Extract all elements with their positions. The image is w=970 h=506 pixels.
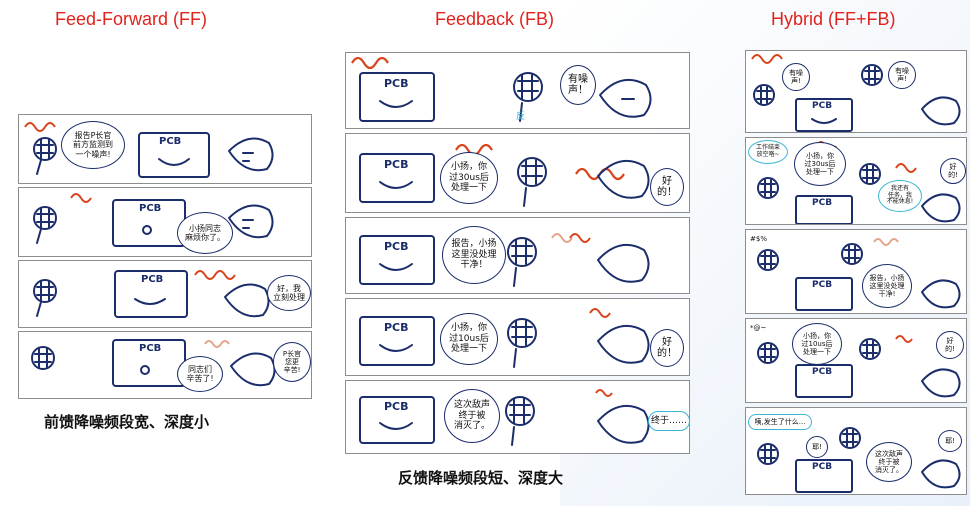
hybrid-panel-3-art [757, 238, 961, 311]
earpiece-icon [228, 137, 274, 172]
pcb-label: PCB [139, 343, 162, 354]
pcb-label: PCB [384, 240, 409, 253]
hybrid-panel-1-art [751, 54, 961, 132]
speech-bubble: 好 的! [936, 331, 964, 359]
pcb-label: PCB [812, 101, 833, 111]
scribble-text: *@~ [750, 323, 767, 332]
hybrid-panel-5-art [757, 427, 961, 493]
speech-bubble: 好 的! [940, 158, 966, 184]
speech-bubble: 有噪 声! [782, 63, 810, 91]
fb-panel-3-art [359, 233, 650, 287]
pcb-label: PCB [812, 198, 833, 208]
pcb-label: PCB [384, 400, 409, 413]
speech-bubble: 终于…… [648, 411, 689, 431]
speech-bubble: 好 的！ [650, 329, 684, 367]
hybrid-panel-4-art [757, 335, 961, 398]
fb-panel-2-art [359, 143, 650, 207]
pcb-label: PCB [139, 203, 162, 214]
speech-bubble: 好，我 立刻处理 [267, 275, 311, 311]
ff-panel-1: 报告P长官 前方监测到 一个噪声! PCB [18, 114, 312, 184]
fb-panel-5: 这次敌声 终于被 消灭了。 终于…… PCB [345, 380, 690, 454]
pcb-label: PCB [384, 321, 409, 334]
pcb-label: PCB [812, 280, 833, 290]
fb-panel-3: 报告，小扬 这里没处理 干净！ PCB [345, 217, 690, 294]
pcb-label: PCB [812, 367, 833, 377]
scribble-text: #$% [750, 234, 767, 243]
ff-panel-4: 同志们 辛苦了! P长官 您更 辛苦! PCB [18, 331, 312, 399]
pcb-label: PCB [812, 462, 833, 472]
hybrid-panel-5: 咦,发生了什么... 耶! 这次敌声 终于被 消灭了。 耶! PCB [745, 407, 967, 495]
ff-panel-3-art [33, 270, 270, 318]
speech-bubble: 好 的！ [650, 168, 684, 206]
microphone-icon [33, 137, 57, 175]
speech-bubble: 有噪 声！ [560, 65, 596, 105]
speech-bubble: 小扬，你 过10us后 处理一下 [792, 323, 842, 365]
fb-panel-1: 有噪 声！ 反 PCB [345, 52, 690, 129]
ff-panel-1-art [24, 122, 274, 178]
caption-feedback: 反馈降噪频段短、深度大 [398, 469, 564, 487]
pcb-board [138, 132, 210, 178]
speech-bubble: P长官 您更 辛苦! [273, 342, 311, 382]
speech-bubble: 有噪 声! [888, 61, 916, 89]
fb-panel-5-art [359, 389, 650, 446]
speech-bubble: 小扬，你 过30us后 处理一下 [794, 142, 846, 186]
ff-panel-4-art [31, 339, 276, 387]
speech-bubble: 耶! [938, 430, 962, 452]
hybrid-panel-3: #$% 报告，小扬 这里没处理 干净! PCB [745, 229, 967, 314]
fb-panel-4: 小扬，你 过10us后 处理一下 好 的！ PCB [345, 298, 690, 376]
pcb-label: PCB [159, 136, 182, 147]
title-hybrid: Hybrid (FF+FB) [771, 9, 896, 29]
speech-bubble: 耶! [806, 436, 828, 458]
speech-bubble: 报告，小扬 这里没处理 干净! [862, 264, 912, 308]
ff-panel-2: 小扬同志 麻烦你了。 PCB [18, 187, 312, 257]
fb-panel-4-art [359, 308, 650, 368]
fan-label: 反 [516, 112, 526, 122]
caption-feed-forward: 前馈降噪频段宽、深度小 [44, 413, 210, 431]
title-feed-forward: Feed-Forward (FF) [55, 9, 208, 29]
hybrid-panel-4: *@~ 小扬，你 过10us后 处理一下 好 的! PCB [745, 318, 967, 403]
speech-bubble: 我还有 任务，我 不能休息! [878, 180, 922, 212]
ff-panel-2-art [33, 193, 274, 247]
speech-bubble: 这次敌声 终于被 消灭了。 [866, 442, 912, 482]
pcb-label: PCB [141, 274, 164, 285]
title-feedback: Feedback (FB) [435, 9, 555, 29]
fb-panel-2: 小扬，你 过30us后 处理一下 好 的！ PCB [345, 133, 690, 213]
speech-bubble: 同志们 辛苦了! [177, 356, 223, 392]
ff-panel-3: 好，我 立刻处理 PCB [18, 260, 312, 328]
fb-panel-1-art [351, 56, 652, 122]
speech-bubble: 小扬同志 麻烦你了。 [177, 212, 233, 254]
speech-bubble: 咦,发生了什么... [748, 414, 812, 430]
hybrid-panel-1: 有噪 声! 有噪 声! PCB [745, 50, 967, 133]
noise-wave [24, 122, 56, 132]
speech-bubble: 小扬，你 过10us后 处理一下 [440, 313, 498, 365]
speech-bubble: 工作结束 放空咯~ [748, 140, 788, 164]
pcb-label: PCB [384, 158, 409, 171]
speech-bubble: 这次敌声 终于被 消灭了。 [444, 389, 500, 443]
speech-bubble: 小扬，你 过30us后 处理一下 [440, 152, 498, 204]
speech-bubble: 报告P长官 前方监测到 一个噪声! [61, 121, 125, 169]
pcb-label: PCB [384, 77, 409, 90]
hybrid-panel-2: 工作结束 放空咯~ 小扬，你 过30us后 处理一下 我还有 任务，我 不能休息… [745, 137, 967, 225]
speech-bubble: 报告，小扬 这里没处理 干净！ [442, 226, 506, 284]
